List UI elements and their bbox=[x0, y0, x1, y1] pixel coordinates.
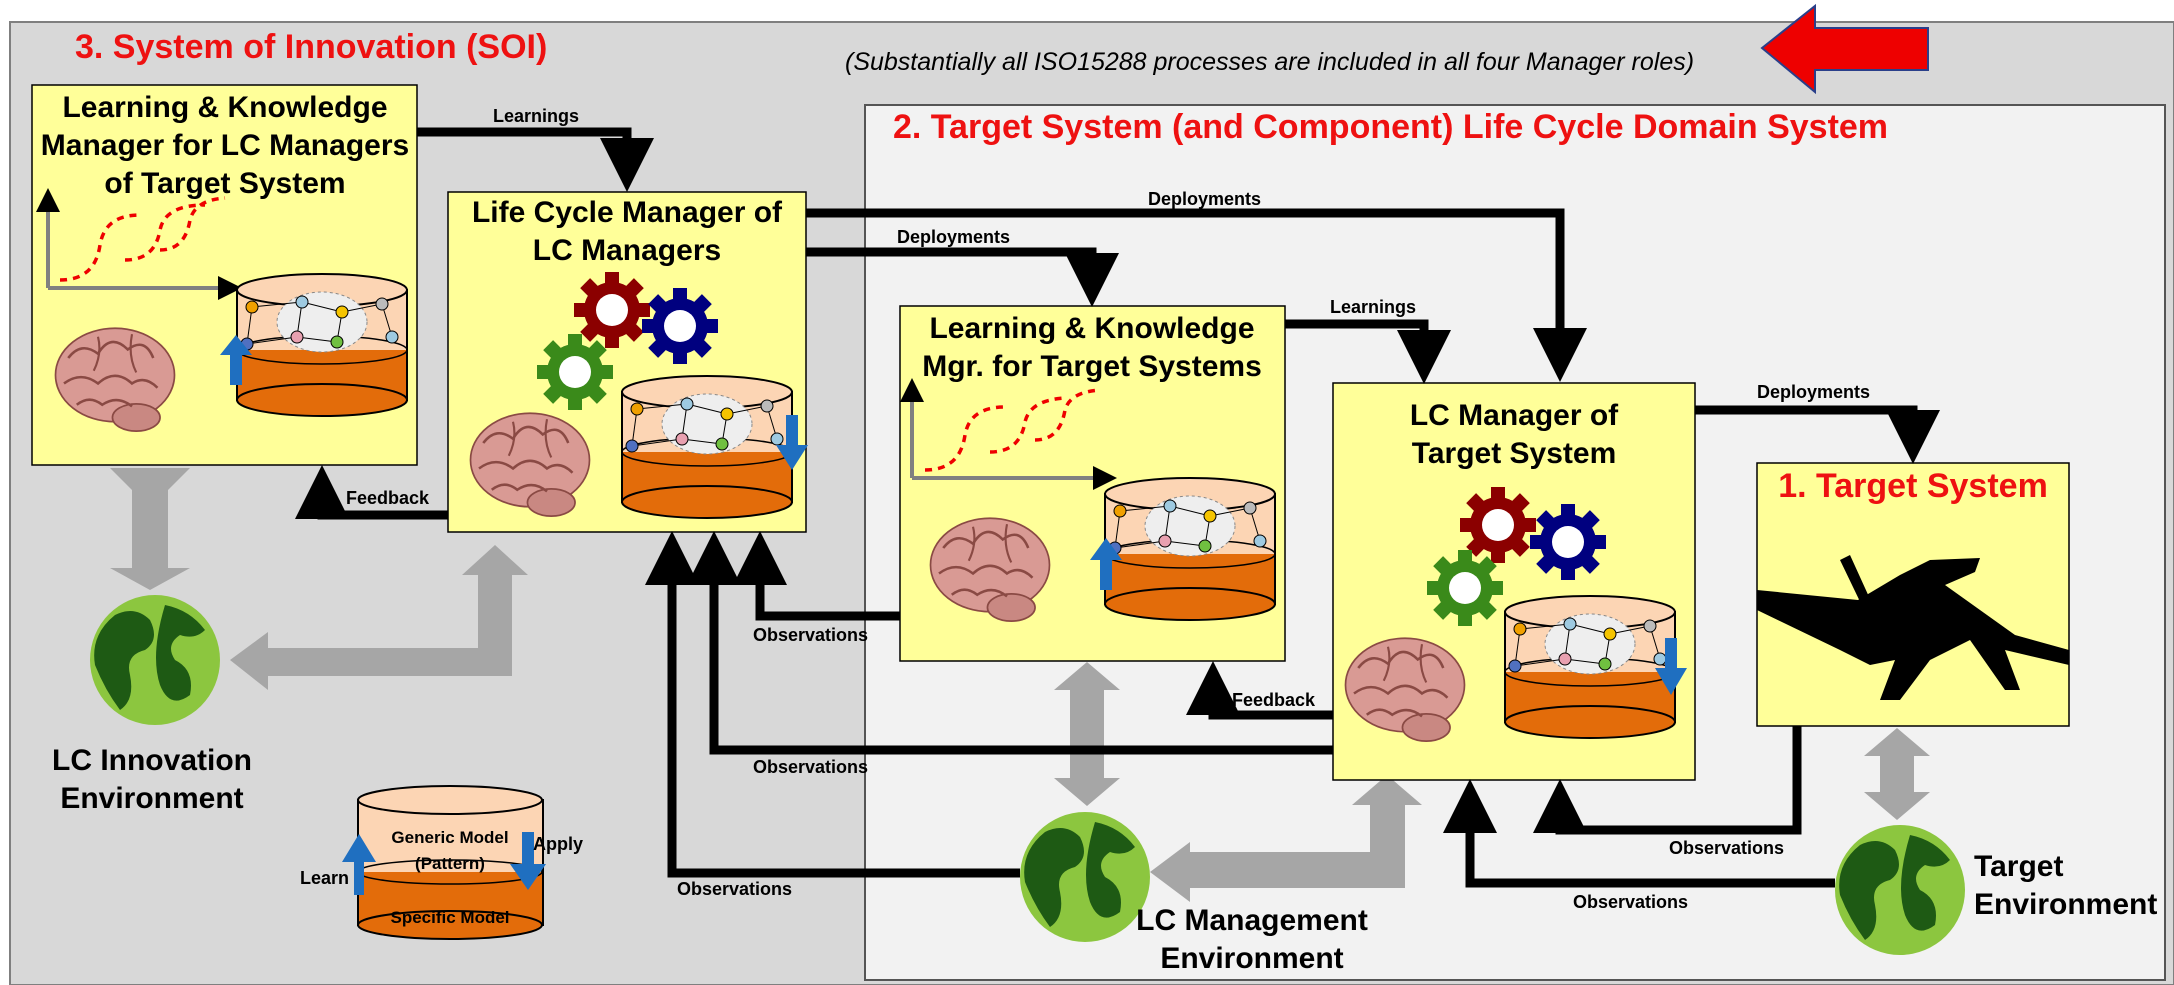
flow-deployments-1 bbox=[806, 208, 1587, 382]
flow-observations-2 bbox=[687, 531, 1333, 755]
legend-apply-label: Apply bbox=[533, 834, 583, 854]
model-cylinder-icon bbox=[1505, 596, 1675, 738]
target-system-title: 1. Target System bbox=[1778, 467, 2048, 505]
model-cylinder-icon bbox=[1105, 478, 1275, 620]
gear-icon bbox=[537, 334, 613, 410]
flow-label-deployments-2: Deployments bbox=[897, 227, 1010, 247]
apply-down-arrow-icon bbox=[776, 415, 808, 470]
model-cylinder-icon bbox=[622, 376, 792, 518]
flow-feedback-1 bbox=[295, 465, 448, 520]
red-pointer-arrow bbox=[1760, 3, 1929, 95]
lcm-lcm-title-2: LC Managers bbox=[533, 234, 721, 267]
flow-label-learnings-1: Learnings bbox=[493, 106, 579, 126]
flow-label-observations-3: Observations bbox=[677, 879, 792, 899]
lcm-ts-title-2: Target System bbox=[1412, 437, 1617, 470]
flow-label-observations-5: Observations bbox=[1573, 892, 1688, 912]
legend-learn-label: Learn bbox=[300, 868, 349, 888]
legend-specific-model: Specific Model bbox=[390, 908, 509, 927]
flow-deployments-2 bbox=[806, 247, 1119, 307]
domain-title: 2. Target System (and Component) Life Cy… bbox=[893, 108, 1888, 146]
gear-icon bbox=[642, 288, 718, 364]
flow-label-feedback-1: Feedback bbox=[346, 488, 430, 508]
management-env-label-1: LC Management bbox=[1136, 904, 1368, 937]
legend-apply-arrow-icon bbox=[510, 832, 546, 890]
management-env-label-2: Environment bbox=[1160, 942, 1343, 975]
innovation-env-label-2: Environment bbox=[60, 782, 243, 815]
flow-observations-1 bbox=[733, 531, 900, 621]
lcm-ts-title-1: LC Manager of bbox=[1410, 399, 1619, 432]
flow-label-observations-1: Observations bbox=[753, 625, 868, 645]
flow-feedback-2 bbox=[1186, 661, 1333, 720]
flow-learnings-2 bbox=[1285, 319, 1451, 384]
model-legend: Generic Model (Pattern) Specific Model bbox=[357, 785, 544, 940]
flow-label-observations-2: Observations bbox=[753, 757, 868, 777]
gear-icon bbox=[574, 272, 650, 348]
flow-learnings-1 bbox=[417, 127, 654, 192]
gear-icon bbox=[1427, 550, 1503, 626]
innovation-env-label-1: LC Innovation bbox=[52, 744, 252, 777]
flow-label-learnings-2: Learnings bbox=[1330, 297, 1416, 317]
lkm-lc-title-3: of Target System bbox=[104, 167, 345, 200]
lcm-lcm-title-1: Life Cycle Manager of bbox=[472, 196, 783, 229]
lkm-lc-title-1: Learning & Knowledge bbox=[62, 91, 387, 124]
globe-icon bbox=[1020, 812, 1150, 942]
flow-label-deployments-3: Deployments bbox=[1757, 382, 1870, 402]
globe-icon bbox=[1835, 825, 1965, 955]
target-env-label-2: Environment bbox=[1974, 888, 2157, 921]
flow-label-feedback-2: Feedback bbox=[1232, 690, 1316, 710]
legend-generic-model: Generic Model bbox=[391, 828, 508, 847]
flow-observations-4 bbox=[1533, 726, 1802, 835]
learning-curve-icon bbox=[36, 188, 242, 300]
flow-observations-3 bbox=[645, 531, 1020, 878]
lkm-lc-title-2: Manager for LC Managers bbox=[41, 129, 409, 162]
flow-label-deployments-1: Deployments bbox=[1148, 189, 1261, 209]
soi-title: 3. System of Innovation (SOI) bbox=[75, 28, 547, 66]
lkm-ts-title-1: Learning & Knowledge bbox=[929, 312, 1254, 345]
gear-icon bbox=[1530, 504, 1606, 580]
learn-up-arrow-icon bbox=[1090, 538, 1122, 590]
roles-note: (Substantially all ISO15288 processes ar… bbox=[845, 48, 1694, 76]
globe-icon bbox=[90, 595, 220, 725]
learning-curve-icon bbox=[900, 378, 1117, 490]
legend-pattern: (Pattern) bbox=[415, 854, 485, 873]
apply-down-arrow-icon bbox=[1655, 638, 1687, 695]
airplane-icon bbox=[1757, 555, 2069, 700]
legend-learn-arrow-icon bbox=[342, 834, 376, 895]
learn-up-arrow-icon bbox=[220, 335, 252, 385]
target-env-label-1: Target bbox=[1974, 850, 2063, 883]
lkm-ts-title-2: Mgr. for Target Systems bbox=[922, 350, 1262, 383]
flow-deployments-3 bbox=[1695, 405, 1940, 464]
flow-observations-5 bbox=[1443, 779, 1835, 888]
flow-label-observations-4: Observations bbox=[1669, 838, 1784, 858]
model-cylinder-icon bbox=[237, 274, 407, 416]
